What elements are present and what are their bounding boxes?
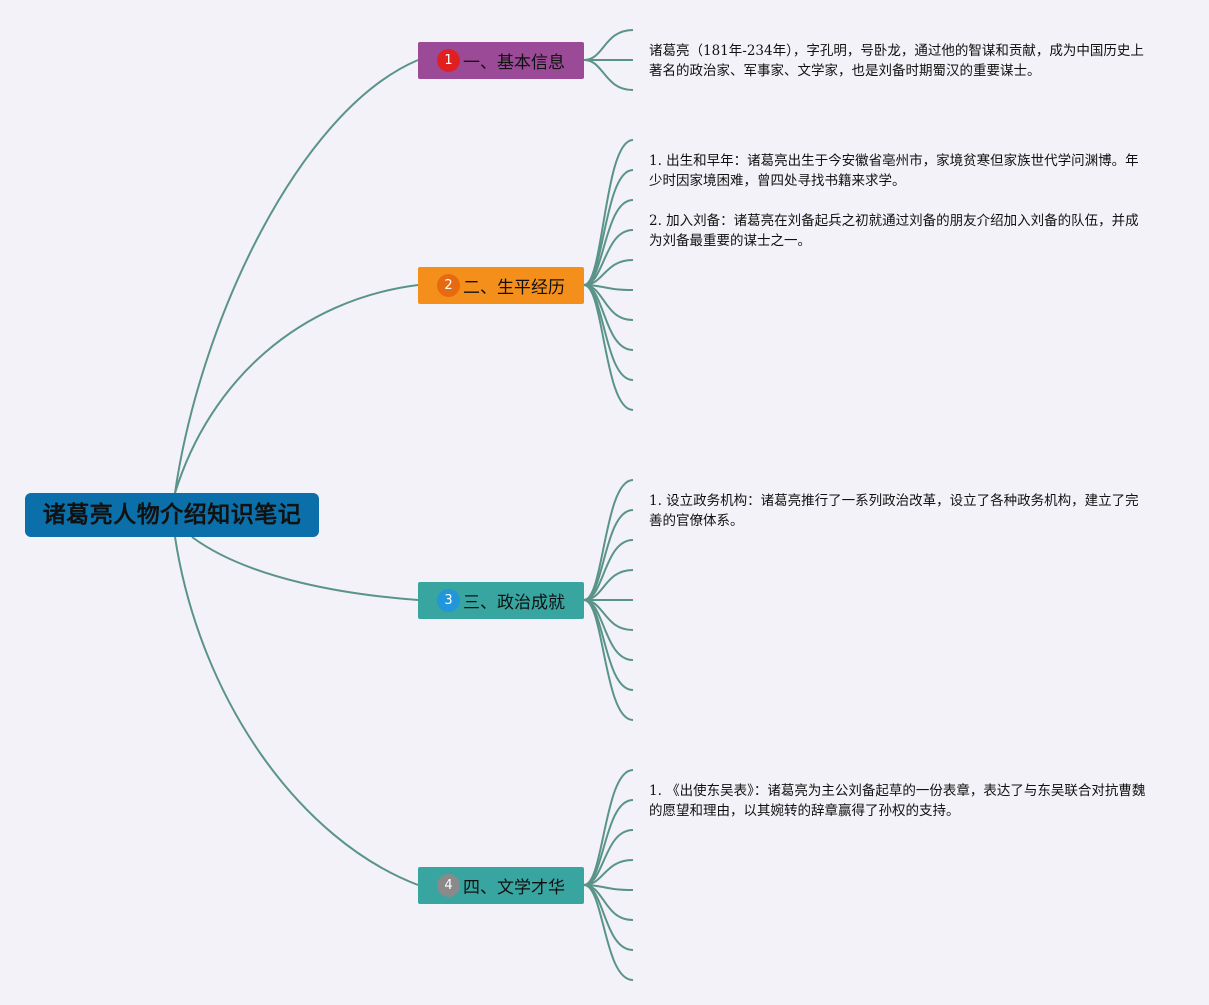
branch-basic-info[interactable]: 1 一、基本信息 (418, 42, 584, 79)
number-badge: 2 (437, 274, 460, 297)
number-badge: 1 (437, 49, 460, 72)
branch-life-history[interactable]: 2 二、生平经历 (418, 267, 584, 304)
root-link (191, 536, 419, 601)
detail-life-history: 1. 出生和早年：诸葛亮出生于今安徽省亳州市，家境贫寒但家族世代学问渊博。年少时… (649, 151, 1149, 271)
leaf-link (583, 199, 634, 286)
leaf-link (583, 29, 634, 61)
detail-paragraph: 1. 设立政务机构：诸葛亮推行了一系列政治改革，设立了各种政务机构，建立了完善的… (649, 493, 1139, 529)
leaf-link (583, 829, 634, 886)
detail-paragraph: 诸葛亮（181年-234年），字孔明，号卧龙，通过他的智谋和贡献，成为中国历史上… (649, 43, 1144, 79)
leaf-link (583, 884, 634, 981)
leaf-link (583, 799, 634, 886)
root-link (174, 284, 419, 494)
detail-basic-info: 诸葛亮（181年-234年），字孔明，号卧龙，通过他的智谋和贡献，成为中国历史上… (649, 41, 1149, 101)
leaf-link (583, 229, 634, 286)
detail-literary-talent: 1. 《出使东吴表》：诸葛亮为主公刘备起草的一份表章，表达了与东吴联合对抗曹魏的… (649, 781, 1149, 841)
leaf-link (583, 284, 634, 351)
detail-paragraph: 1. 出生和早年：诸葛亮出生于今安徽省亳州市，家境贫寒但家族世代学问渊博。年少时… (649, 153, 1139, 189)
root-link (174, 59, 419, 494)
root-topic[interactable]: 诸葛亮人物介绍知识笔记 (25, 493, 319, 537)
branch-label: 四、文学才华 (463, 878, 565, 898)
branch-political-achievements[interactable]: 3 三、政治成就 (418, 582, 584, 619)
detail-paragraph: 2. 加入刘备：诸葛亮在刘备起兵之初就通过刘备的朋友介绍加入刘备的队伍，并成为刘… (649, 213, 1139, 249)
leaf-link (583, 769, 634, 886)
leaf-link (583, 599, 634, 721)
leaf-link (583, 884, 634, 951)
root-title: 诸葛亮人物介绍知识笔记 (42, 502, 302, 528)
leaf-link (583, 509, 634, 601)
leaf-link (583, 169, 634, 286)
branch-label: 三、政治成就 (463, 593, 565, 613)
branch-literary-talent[interactable]: 4 四、文学才华 (418, 867, 584, 904)
branch-label: 二、生平经历 (463, 278, 565, 298)
root-link (174, 536, 419, 886)
number-badge: 3 (437, 589, 460, 612)
leaf-link (583, 59, 634, 91)
leaf-link (583, 284, 634, 411)
number-badge: 4 (437, 874, 460, 897)
branch-label: 一、基本信息 (463, 53, 565, 73)
leaf-link (583, 539, 634, 601)
detail-paragraph: 1. 《出使东吴表》：诸葛亮为主公刘备起草的一份表章，表达了与东吴联合对抗曹魏的… (649, 783, 1146, 819)
detail-political-achievements: 1. 设立政务机构：诸葛亮推行了一系列政治改革，设立了各种政务机构，建立了完善的… (649, 491, 1149, 551)
